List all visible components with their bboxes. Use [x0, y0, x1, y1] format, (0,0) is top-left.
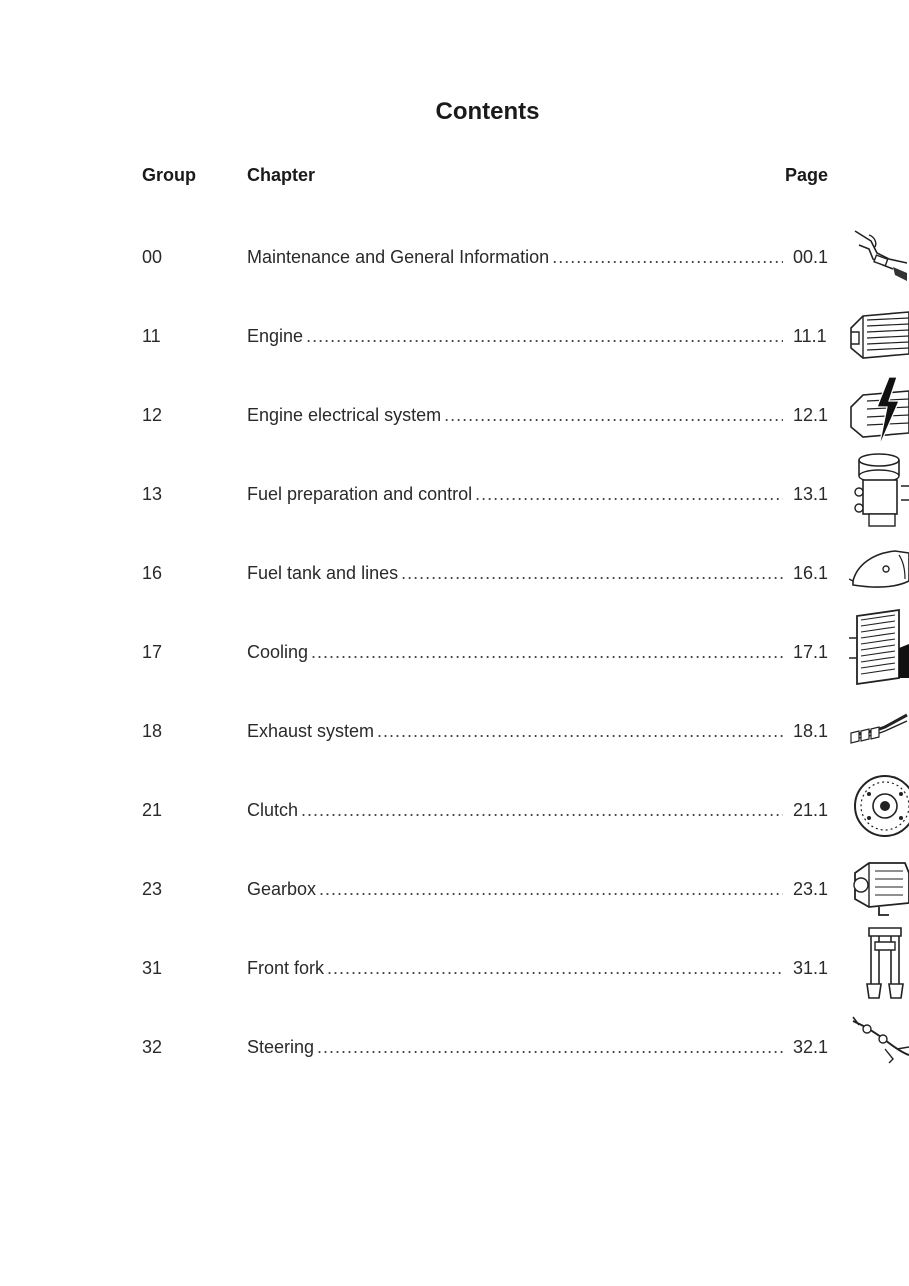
page-number: 16.1	[793, 563, 829, 583]
dot-leader: ........................................…	[327, 958, 783, 978]
page-number: 31.1	[793, 958, 829, 978]
page-column-header: Page	[785, 165, 829, 185]
chapter-title: Engine electrical system	[247, 405, 442, 425]
page-number: 12.1	[793, 405, 829, 425]
chapter-title: Fuel preparation and control	[247, 484, 473, 504]
chapter-title: Maintenance and General Information	[247, 247, 550, 267]
page-title: Contents	[435, 98, 540, 125]
group-number: 13	[142, 484, 163, 504]
group-number: 11	[142, 326, 161, 346]
page-number: 13.1	[793, 484, 829, 504]
chapter-column-header: Chapter	[247, 165, 316, 185]
page-number: 21.1	[793, 800, 829, 820]
group-number: 21	[142, 800, 163, 820]
chapter-entry[interactable]: Fuel tank and lines ....................…	[247, 563, 783, 584]
chapter-entry[interactable]: Front fork .............................…	[247, 958, 783, 979]
steering-icon	[849, 1009, 909, 1081]
dot-leader: ........................................…	[306, 326, 783, 346]
toc-row[interactable]: 13 Fuel preparation and control ........…	[0, 453, 909, 527]
dot-leader: ........................................…	[319, 879, 783, 899]
toc-row[interactable]: 00 Maintenance and General Information .…	[0, 230, 909, 281]
page-number: 18.1	[793, 721, 829, 741]
toc-row[interactable]: 32 Steering ............................…	[0, 1016, 909, 1067]
dot-leader: ........................................…	[475, 484, 783, 504]
chapter-entry[interactable]: Cooling ................................…	[247, 642, 783, 663]
group-number: 17	[142, 642, 163, 662]
toc-row[interactable]: 11 Engine ..............................…	[0, 311, 909, 359]
page-number: 32.1	[793, 1037, 829, 1057]
group-number: 31	[142, 958, 163, 978]
radiator-icon	[849, 608, 909, 688]
chapter-entry[interactable]: Maintenance and General Information ....…	[247, 247, 783, 268]
chapter-title: Fuel tank and lines	[247, 563, 399, 583]
toc-row[interactable]: 31 Front fork ..........................…	[0, 927, 909, 999]
dot-leader: ........................................…	[311, 642, 783, 662]
dot-leader: ........................................…	[401, 563, 783, 583]
dot-leader: ........................................…	[377, 721, 783, 741]
toc-row[interactable]: 23 Gearbox .............................…	[0, 862, 909, 916]
chapter-entry[interactable]: Engine electrical system ...............…	[247, 405, 783, 426]
page-number: 17.1	[793, 642, 829, 662]
engine-icon	[849, 298, 909, 370]
chapter-title: Exhaust system	[247, 721, 375, 741]
dot-leader: ........................................…	[301, 800, 783, 820]
toc-row[interactable]: 12 Engine electrical system ............…	[0, 377, 909, 448]
fuel-tank-icon	[849, 535, 909, 607]
chapter-title: Clutch	[247, 800, 299, 820]
toc-row[interactable]: 17 Cooling .............................…	[0, 608, 909, 686]
gearbox-icon	[849, 851, 909, 923]
chapter-entry[interactable]: Gearbox ................................…	[247, 879, 783, 900]
group-number: 23	[142, 879, 163, 899]
hand-wrench-icon	[849, 219, 909, 291]
chapter-entry[interactable]: Engine .................................…	[247, 326, 783, 347]
page-number: 11.1	[793, 326, 827, 346]
exhaust-icon	[849, 693, 909, 765]
dot-leader: ........................................…	[444, 405, 783, 425]
page-number: 00.1	[793, 247, 829, 267]
clutch-disc-icon	[849, 764, 909, 848]
engine-electrical-icon	[849, 377, 909, 449]
chapter-entry[interactable]: Fuel preparation and control ...........…	[247, 484, 783, 505]
chapter-title: Gearbox	[247, 879, 317, 899]
dot-leader: ........................................…	[552, 247, 783, 267]
dot-leader: ........................................…	[317, 1037, 783, 1057]
group-column-header: Group	[142, 165, 196, 185]
page-number: 23.1	[793, 879, 829, 899]
group-number: 32	[142, 1037, 163, 1057]
toc-row[interactable]: 18 Exhaust system ......................…	[0, 713, 909, 751]
carburetor-icon	[849, 450, 909, 532]
chapter-title: Engine	[247, 326, 304, 346]
toc-row[interactable]: 16 Fuel tank and lines .................…	[0, 550, 909, 593]
front-fork-icon	[849, 924, 909, 1004]
chapter-entry[interactable]: Exhaust system .........................…	[247, 721, 783, 742]
chapter-title: Steering	[247, 1037, 315, 1057]
chapter-entry[interactable]: Clutch .................................…	[247, 800, 783, 821]
toc-row[interactable]: 21 Clutch ..............................…	[0, 775, 909, 837]
chapter-entry[interactable]: Steering ...............................…	[247, 1037, 783, 1058]
group-number: 16	[142, 563, 163, 583]
group-number: 18	[142, 721, 163, 741]
chapter-title: Cooling	[247, 642, 309, 662]
group-number: 12	[142, 405, 163, 425]
chapter-title: Front fork	[247, 958, 325, 978]
group-number: 00	[142, 247, 163, 267]
